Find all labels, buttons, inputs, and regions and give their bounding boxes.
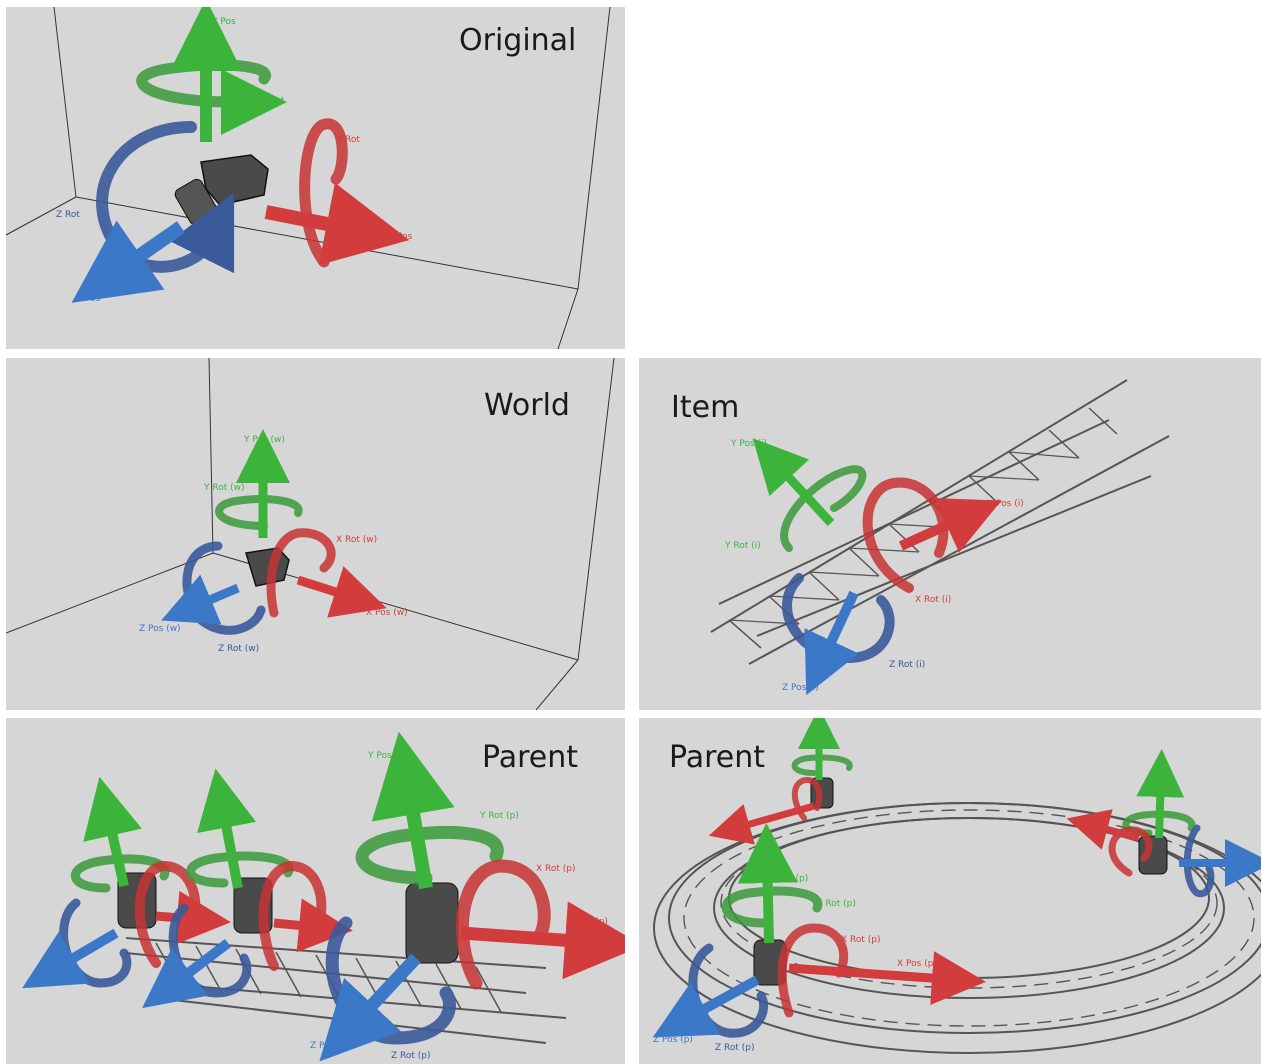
panel-original: Y Pos Y Rot X Rot X Pos Z Rot Z Pos Orig… xyxy=(6,7,625,349)
scene-original: Y Pos Y Rot X Rot X Pos Z Rot Z Pos xyxy=(6,7,611,349)
panel-parent-circular: Y Pos (p) Y Rot (p) X Rot (p) X Pos (p) … xyxy=(639,718,1261,1064)
x-pos-arrow xyxy=(898,498,1002,553)
y-pos-arrow xyxy=(752,438,835,527)
x-rot-label: X Rot (p) xyxy=(536,864,576,874)
panel-title: Item xyxy=(671,390,740,425)
y-pos-label: Y Pos (i) xyxy=(730,439,767,449)
y-rot-label: Y Rot (p) xyxy=(479,811,519,821)
x-pos-arrow xyxy=(264,182,410,266)
z-pos-label: Z Pos (i) xyxy=(782,683,819,693)
y-rot-label: Y Rot (p) xyxy=(816,899,856,909)
z-pos-arrow xyxy=(71,220,185,303)
x-pos-arrow xyxy=(296,566,387,618)
z-rot-label: Z Rot (w) xyxy=(218,644,259,654)
z-pos-arrow xyxy=(804,590,859,696)
x-pos-label: X Pos (i) xyxy=(987,499,1024,509)
circular-truss xyxy=(653,802,1261,1054)
x-pos-label: X Pos (w) xyxy=(366,608,408,618)
panel-title: Parent xyxy=(669,740,766,775)
scene-parent-circular: Y Pos (p) Y Rot (p) X Rot (p) X Pos (p) … xyxy=(652,718,1261,1054)
fixture-3 xyxy=(319,731,625,1062)
y-rot-label: Y Rot (i) xyxy=(724,541,761,551)
scene-world: Y Pos (w) Y Rot (w) X Rot (w) X Pos (w) … xyxy=(6,358,615,710)
z-pos-label: Z Pos (p) xyxy=(310,1041,350,1051)
x-rot-label: X Rot (w) xyxy=(336,535,377,545)
fixture-2 xyxy=(142,768,353,1009)
x-rot-label: X Rot (i) xyxy=(915,595,951,605)
panel-item: Y Pos (i) Y Rot (i) X Pos (i) X Rot (i) … xyxy=(639,358,1261,710)
fixture-1 xyxy=(22,776,231,989)
scene-parent-linear: Y Pos (p) Y Rot (p) X Rot (p) X Pos (p) … xyxy=(22,731,625,1062)
fixture-right xyxy=(1066,749,1261,898)
panel-world: Y Pos (w) Y Rot (w) X Rot (w) X Pos (w) … xyxy=(6,358,625,710)
y-rot-ring xyxy=(136,59,287,135)
y-pos-label: Y Pos xyxy=(211,17,236,27)
fixture-front xyxy=(652,823,986,1038)
scene-item: Y Pos (i) Y Rot (i) X Pos (i) X Rot (i) … xyxy=(710,379,1170,696)
x-rot-label: X Rot xyxy=(336,135,360,145)
fixture xyxy=(174,154,269,226)
y-rot-ring xyxy=(780,465,867,552)
y-pos-label: Y Pos (w) xyxy=(243,435,285,445)
y-pos-label: Y Pos (p) xyxy=(367,751,407,761)
y-rot-label: Y Rot xyxy=(260,96,285,106)
z-rot-label: Z Rot (p) xyxy=(715,1043,755,1053)
z-rot-label: Z Rot xyxy=(56,210,80,220)
x-pos-label: X Pos (p) xyxy=(897,959,937,969)
y-rot-label: Y Rot (w) xyxy=(203,483,245,493)
z-pos-label: Z Pos (w) xyxy=(139,624,181,634)
x-pos-label: X Pos xyxy=(388,232,413,242)
z-rot-label: Z Rot (i) xyxy=(889,660,925,670)
z-pos-label: Z Pos (p) xyxy=(653,1035,693,1045)
x-rot-ring xyxy=(266,528,336,618)
x-pos-label: X Pos (p) xyxy=(568,917,608,927)
panel-parent-linear: Y Pos (p) Y Rot (p) X Rot (p) X Pos (p) … xyxy=(6,718,625,1064)
z-pos-label: Z Pos xyxy=(76,294,101,304)
z-pos-arrow xyxy=(161,574,240,625)
x-rot-label: X Rot (p) xyxy=(841,935,881,945)
panel-title: World xyxy=(484,388,570,423)
z-rot-label: Z Rot (p) xyxy=(391,1051,431,1061)
panel-title: Parent xyxy=(482,740,579,775)
y-rot-ring xyxy=(215,495,303,530)
panel-title: Original xyxy=(459,23,577,58)
y-pos-label: Y Pos (p) xyxy=(768,874,808,884)
